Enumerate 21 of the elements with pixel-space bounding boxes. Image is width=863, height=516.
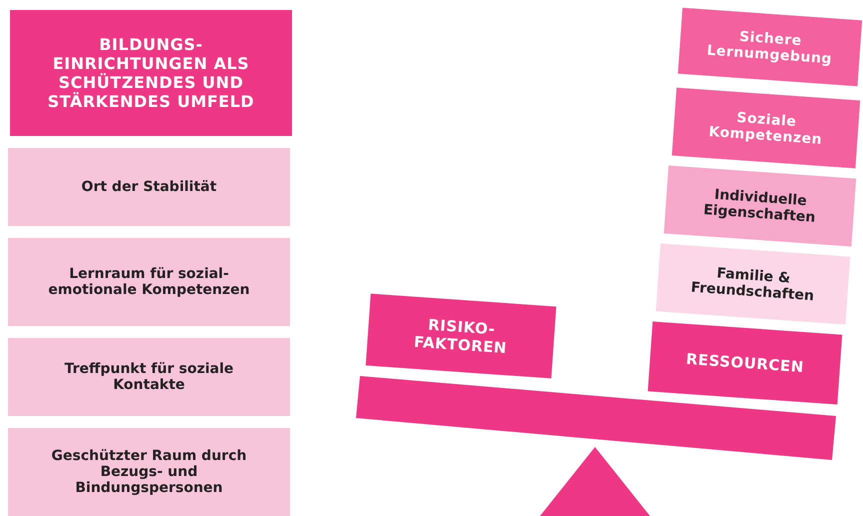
weight-box (664, 166, 856, 246)
info-box (8, 428, 290, 516)
info-box (8, 238, 290, 326)
box-label: Treffpunkt für soziale Kontakte (63, 361, 235, 393)
box-label: Sichere Lernumgebung (705, 28, 834, 69)
box-label: Geschützter Raum durch Bezugs- und Bindungspersonen (50, 448, 248, 496)
weight-box (656, 243, 850, 325)
box-label: RISIKO- FAKTOREN (412, 314, 508, 358)
weight-box (672, 88, 860, 168)
header-box (10, 10, 292, 136)
box-label: BILDUNGS- EINRICHTUNGEN ALS SCHÜTZENDES UND STÄRKENDES UMFELD (46, 35, 256, 111)
scale-pan-box (366, 294, 556, 378)
box-label: Ort der Stabilität (81, 179, 217, 195)
box-label: Individuelle Eigenschaften (702, 186, 817, 228)
info-box (8, 148, 290, 226)
box-label: Familie & Freundschaften (689, 264, 816, 306)
box-label: Lernraum für sozial-emotionale Kompetenzen (48, 266, 250, 298)
info-box (8, 338, 290, 416)
box-label: Soziale Kompetenzen (707, 108, 824, 150)
scale-pan-box (648, 321, 842, 405)
box-label: RESSOURCEN (686, 350, 804, 376)
